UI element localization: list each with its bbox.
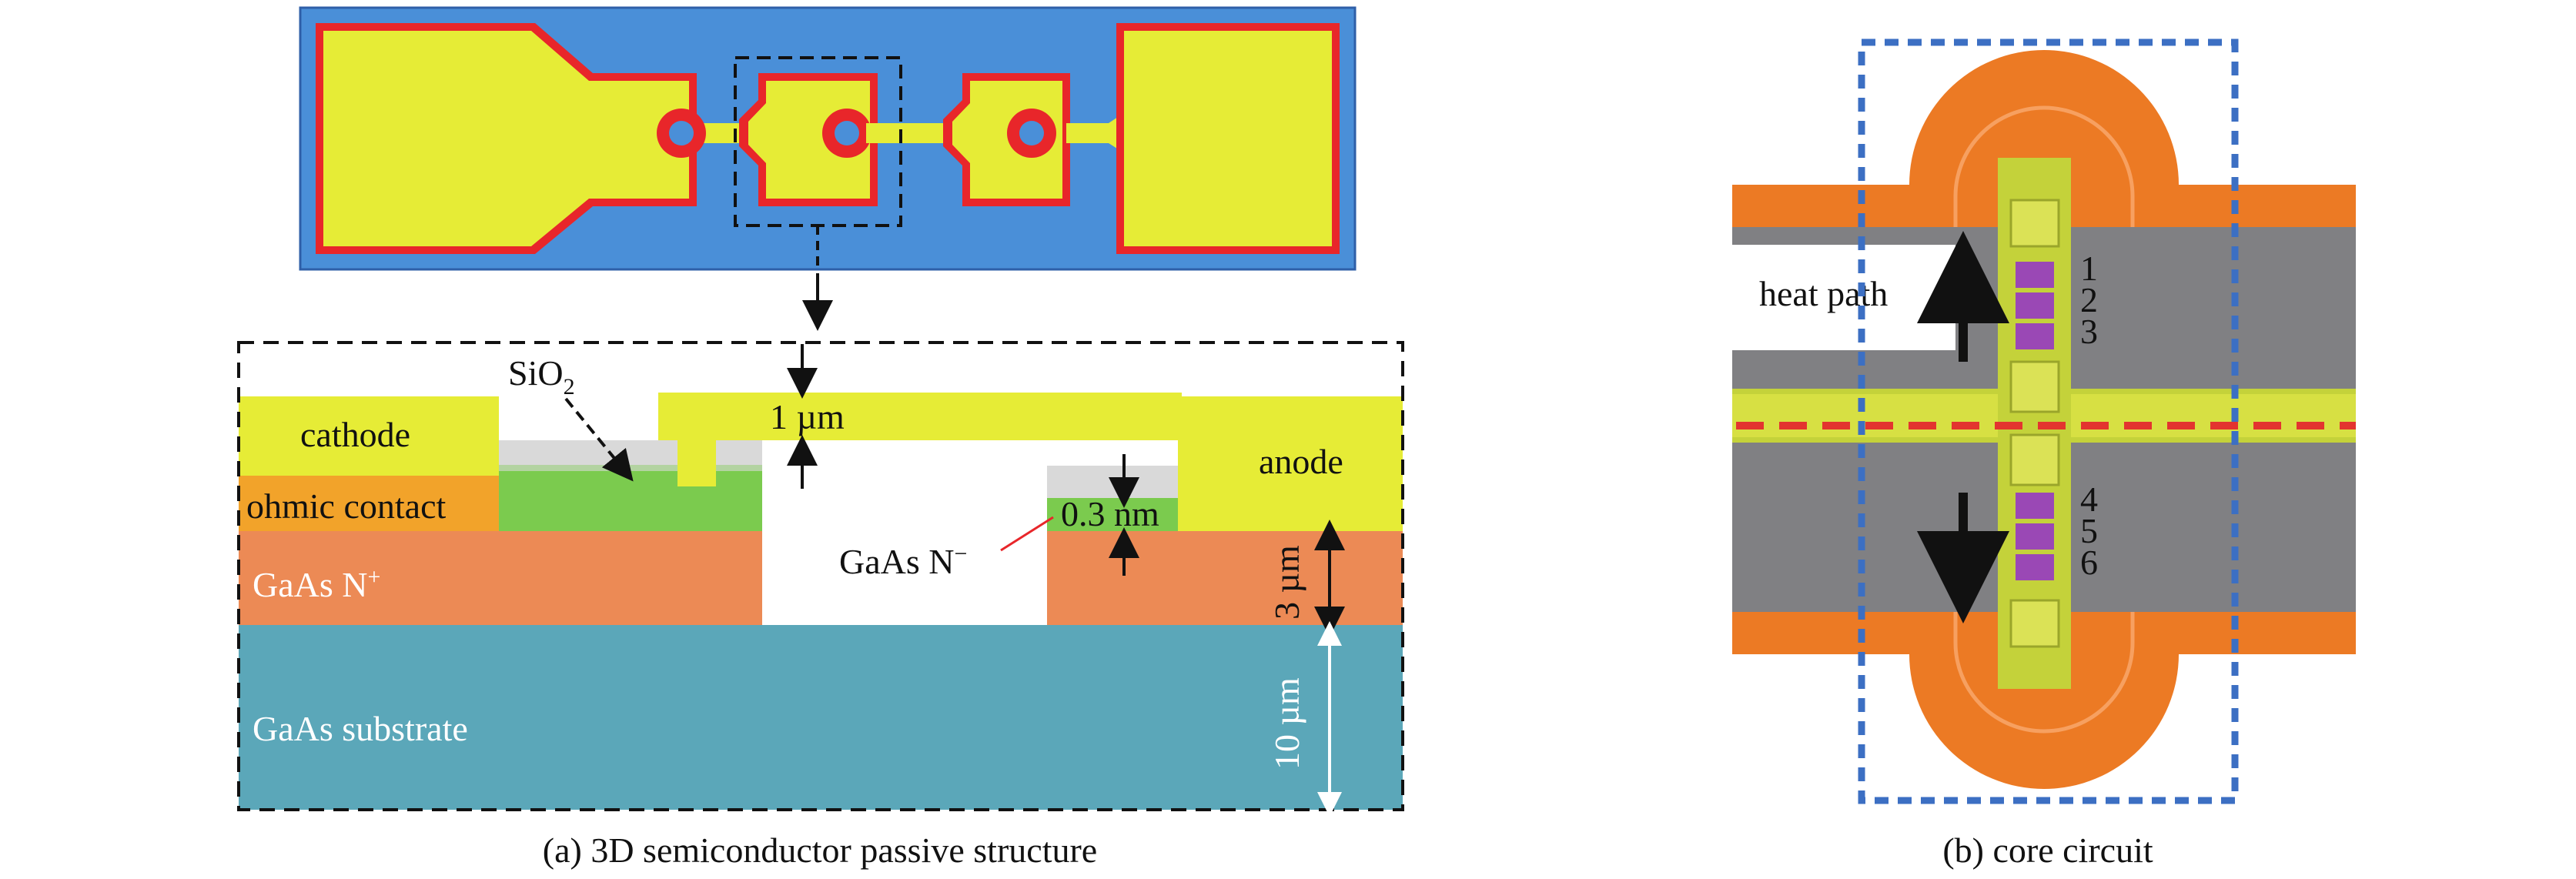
gaas-substrate-layer xyxy=(239,625,1403,810)
caption-a: (a) 3D semiconductor passive structure xyxy=(543,831,1097,870)
label-gaas-nplus: GaAs N+ xyxy=(253,564,380,604)
number-4: 4 xyxy=(2080,480,2098,519)
label-gaas-nminus: GaAs N− xyxy=(839,541,967,581)
cross-section-frame xyxy=(237,341,1404,811)
junction-2 xyxy=(2016,292,2054,319)
junction-6 xyxy=(2016,554,2054,580)
dim-bridge: 1 µm xyxy=(770,397,845,436)
gaas-nplus-left xyxy=(239,531,762,625)
gaas-nplus-right xyxy=(1047,531,1403,625)
cross-section: cathode ohmic contact GaAs N+ GaAs subst… xyxy=(237,341,1404,870)
dim-nplus: 3 µm xyxy=(1267,545,1306,620)
core-region-box xyxy=(1858,38,2239,804)
orange-metal-bottom xyxy=(1732,612,2356,789)
label-gaas-substrate: GaAs substrate xyxy=(253,709,468,748)
number-5: 5 xyxy=(2080,511,2098,550)
anode-layer xyxy=(1178,396,1403,531)
junction-5 xyxy=(2016,523,2054,550)
dim-sio2: 0.3 nm xyxy=(1061,494,1159,533)
label-cathode: cathode xyxy=(300,415,410,454)
top-layout-view xyxy=(299,6,1357,331)
air-bridge xyxy=(658,393,1182,440)
number-6: 6 xyxy=(2080,543,2098,582)
label-sio2: SiO2 xyxy=(508,353,575,399)
label-anode: anode xyxy=(1259,442,1343,481)
label-heat-path: heat path xyxy=(1759,274,1888,313)
ohmic-contact-layer xyxy=(239,476,499,531)
cathode-layer xyxy=(239,396,499,476)
sio2-pointer-arrow xyxy=(564,397,634,482)
junction-3 xyxy=(2016,323,2054,349)
number-1: 1 xyxy=(2080,249,2098,288)
core-circuit: heat path 1 2 3 4 5 6 (b) core circuit xyxy=(1732,38,2356,870)
number-2: 2 xyxy=(2080,280,2098,319)
orange-metal-top xyxy=(1732,50,2356,227)
junction-1 xyxy=(2016,262,2054,288)
gaas-nminus-pointer xyxy=(1000,516,1054,552)
dim-substrate: 10 µm xyxy=(1267,677,1306,770)
number-3: 3 xyxy=(2080,312,2098,351)
label-ohmic-contact: ohmic contact xyxy=(246,486,447,526)
caption-b: (b) core circuit xyxy=(1942,831,2153,870)
junction-4 xyxy=(2016,493,2054,519)
